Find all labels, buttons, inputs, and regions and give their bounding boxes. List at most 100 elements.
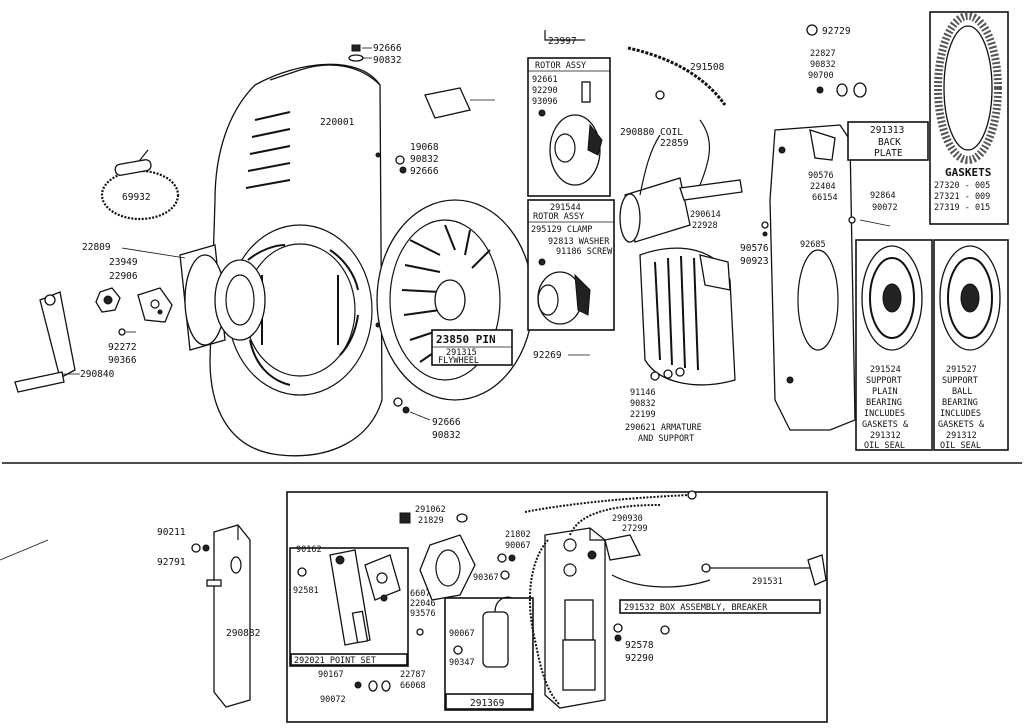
label-90367: 90367 <box>473 573 499 583</box>
label-92272: 92272 <box>108 342 137 353</box>
gasket-2: 27321 - 009 <box>934 192 990 202</box>
label-69932: 69932 <box>122 192 151 203</box>
label-22928: 22928 <box>692 221 718 231</box>
label-90347: 90347 <box>449 658 475 668</box>
breaker-cover <box>206 524 251 708</box>
label-92729: 92729 <box>822 26 851 37</box>
label-plate: PLATE <box>874 148 903 159</box>
label-291062: 291062 <box>415 505 446 515</box>
label-90832-mid: 90832 <box>410 154 439 165</box>
s1-l2: PLAIN <box>872 387 898 397</box>
label-290621: 290621 ARMATURE <box>625 423 702 433</box>
label-295129-clamp: 295129 CLAMP <box>531 225 592 235</box>
label-90162: 90162 <box>296 545 322 555</box>
label-291532: 291532 BOX ASSEMBLY, BREAKER <box>624 603 768 613</box>
label-92813-washer: 92813 WASHER <box>548 237 610 247</box>
label-292021: 292021 POINT SET <box>294 656 376 666</box>
label-66078: 66078 <box>410 589 436 599</box>
label-92581: 92581 <box>293 586 319 596</box>
back-plate <box>769 124 856 431</box>
label-91186-screw: 91186 SCREW <box>556 247 613 257</box>
s1-l5: GASKETS & <box>862 420 909 430</box>
label-92666-top: 92666 <box>373 43 402 54</box>
label-92864: 92864 <box>870 191 896 201</box>
label-291531: 291531 <box>752 577 783 587</box>
label-22787: 22787 <box>400 670 426 680</box>
label-92666-bot: 92666 <box>432 417 461 428</box>
label-92666-mid: 92666 <box>410 166 439 177</box>
armature <box>639 247 736 386</box>
label-66068: 66068 <box>400 681 426 691</box>
label-92661: 92661 <box>532 75 558 85</box>
label-290614: 290614 <box>690 210 721 220</box>
starter-pulley <box>179 244 266 351</box>
label-90072-right: 90072 <box>872 203 898 213</box>
s1-l4: INCLUDES <box>864 409 905 419</box>
crank-handle <box>14 291 76 393</box>
label-66154: 66154 <box>812 193 838 203</box>
s2-l6: 291312 <box>946 431 977 441</box>
label-90576-a: 90576 <box>808 171 834 181</box>
label-92269: 92269 <box>533 350 562 361</box>
label-90366: 90366 <box>108 355 137 366</box>
label-290840: 290840 <box>80 369 115 380</box>
label-22199: 22199 <box>630 410 656 420</box>
label-22906: 22906 <box>109 271 138 282</box>
s1-l7: OIL SEAL <box>864 441 905 451</box>
label-291315: 291315 <box>446 348 477 358</box>
label-92290-bot: 92290 <box>625 653 654 664</box>
label-90923: 90923 <box>740 256 769 267</box>
s1-num: 291524 <box>870 365 901 375</box>
label-22046: 22046 <box>410 599 436 609</box>
s2-l3: BEARING <box>942 398 978 408</box>
label-91146: 91146 <box>630 388 656 398</box>
s1-l3: BEARING <box>866 398 902 408</box>
flywheel <box>376 199 534 401</box>
label-flywheel: FLYWHEEL <box>438 356 479 366</box>
label-19068: 19068 <box>410 142 439 153</box>
label-92685: 92685 <box>800 240 826 250</box>
starter-rope <box>100 149 180 221</box>
s2-l7: OIL SEAL <box>940 441 981 451</box>
breaker-box <box>544 527 606 709</box>
label-92791: 92791 <box>157 557 186 568</box>
label-90832-right: 90832 <box>810 60 836 70</box>
grille-pin <box>424 87 495 119</box>
s2-l4: INCLUDES <box>940 409 981 419</box>
rotor-assy-title: ROTOR ASSY <box>535 61 586 71</box>
label-90072-bot: 90072 <box>320 695 346 705</box>
gasket-3: 27319 - 015 <box>934 203 990 213</box>
screw-top <box>348 44 372 62</box>
label-290882: 290882 <box>226 628 260 639</box>
s1-l6: 291312 <box>870 431 901 441</box>
label-21802: 21802 <box>505 530 531 540</box>
gasket-1: 27320 - 005 <box>934 181 990 191</box>
ignition-coil <box>619 90 743 243</box>
label-90067-b: 90067 <box>505 541 531 551</box>
rotor-assy-2: ROTOR ASSY <box>533 212 584 222</box>
s1-l1: SUPPORT <box>866 376 902 386</box>
label-22809: 22809 <box>82 242 111 253</box>
label-22827: 22827 <box>810 49 836 59</box>
label-93096: 93096 <box>532 97 558 107</box>
s2-l1: SUPPORT <box>942 376 978 386</box>
label-23949: 23949 <box>109 257 138 268</box>
label-90832-arm: 90832 <box>630 399 656 409</box>
label-90832-bot: 90832 <box>432 430 461 441</box>
label-90067: 90067 <box>449 629 475 639</box>
label-90832-top: 90832 <box>373 55 402 66</box>
s2-l2: BALL <box>952 387 972 397</box>
label-back: BACK <box>878 137 901 148</box>
label-291508: 291508 <box>690 62 725 73</box>
label-27299: 27299 <box>622 524 648 534</box>
s2-num: 291527 <box>946 365 977 375</box>
label-23997: 23997 <box>548 36 577 47</box>
label-90700: 90700 <box>808 71 834 81</box>
label-90211: 90211 <box>157 527 186 538</box>
label-90167: 90167 <box>318 670 344 680</box>
s2-l5: GASKETS & <box>938 420 985 430</box>
label-22404: 22404 <box>810 182 836 192</box>
label-22859: 22859 <box>660 138 689 149</box>
label-290880-coil: 290880 COIL <box>620 127 683 138</box>
